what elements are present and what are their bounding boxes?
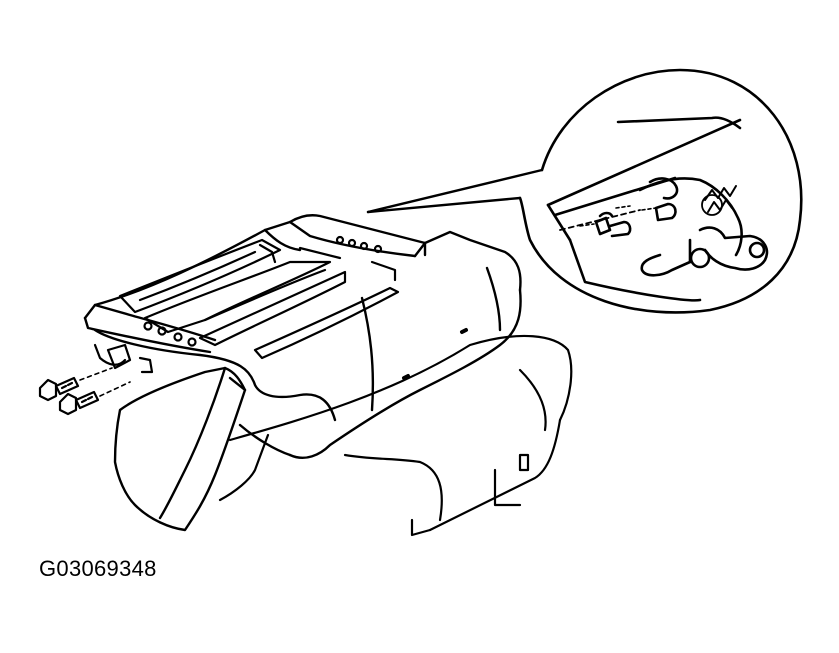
bolt-direction-dashes [80, 368, 130, 396]
detail-callout-pointer [368, 170, 542, 212]
seat-back [220, 336, 571, 535]
seat-frame-rails [95, 237, 398, 372]
mounting-bolt [40, 378, 78, 400]
seat-cover-flap [115, 368, 245, 530]
mounting-bolt [60, 392, 98, 414]
detail-inset [520, 70, 801, 312]
figure-code-label: G03069348 [39, 556, 157, 581]
seat-cushion [85, 215, 521, 458]
